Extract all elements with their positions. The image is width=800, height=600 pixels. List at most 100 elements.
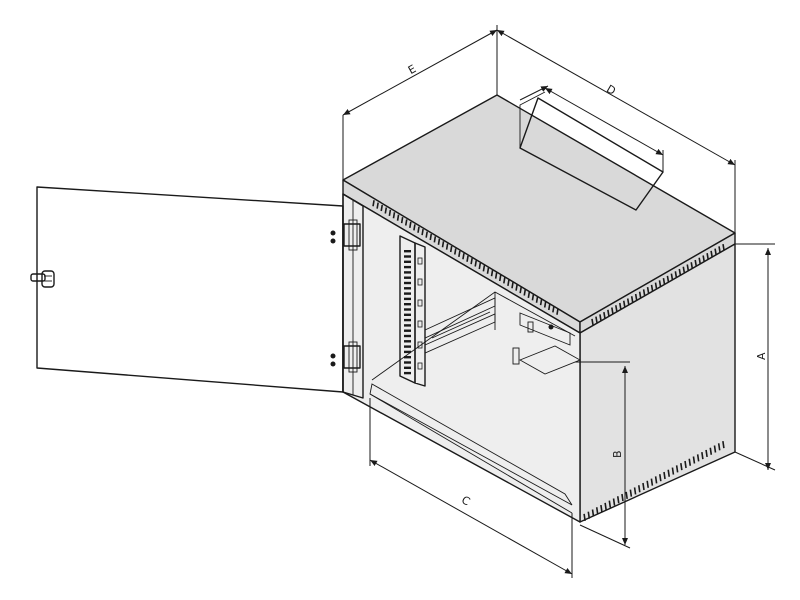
lower-hinge-icon: [330, 341, 361, 373]
vent-slot: [654, 476, 658, 484]
vent-slot: [539, 299, 543, 306]
vent-slot: [621, 493, 624, 502]
vent-slot: [680, 463, 683, 471]
vent-slot: [717, 443, 721, 451]
vent-slot: [682, 266, 686, 273]
vent-slot: [688, 458, 692, 466]
dimension-c: C: [369, 398, 573, 578]
vent-slot: [437, 238, 441, 245]
vent-slot: [527, 291, 531, 299]
vent-slot: [515, 284, 518, 291]
vent-slot: [684, 460, 687, 469]
rail-hole: [404, 324, 411, 327]
vent-slot: [503, 277, 506, 284]
vent-slot: [433, 236, 437, 243]
vent-slot: [449, 245, 453, 253]
rail-hole: [404, 271, 411, 274]
vent-slot: [667, 469, 671, 477]
vent-slot: [646, 287, 650, 294]
door-handle-icon: [30, 270, 55, 288]
vent-slot: [392, 212, 396, 219]
vent-slot: [462, 253, 465, 260]
vent-slot: [376, 202, 379, 209]
rail-hole: [404, 329, 411, 332]
rail-hole: [404, 345, 411, 348]
rail-hole: [404, 371, 411, 375]
vent-slot: [633, 487, 637, 495]
rail-hole: [404, 260, 411, 263]
vent-slot: [482, 265, 486, 272]
rail-hole: [404, 334, 411, 338]
rail-hole: [404, 366, 411, 369]
vent-slot: [701, 452, 704, 460]
rail-hole: [404, 250, 411, 253]
vent-slot: [608, 500, 612, 508]
vent-slot: [615, 305, 618, 312]
vent-slot: [686, 264, 690, 271]
vent-slot: [616, 496, 620, 504]
vent-slot: [413, 224, 416, 231]
vent-slot: [396, 214, 400, 221]
dimension-label-a: A: [755, 352, 768, 360]
vent-slot: [595, 316, 598, 323]
vent-slot: [478, 262, 482, 270]
vent-slot: [629, 489, 633, 497]
vent-slot: [638, 291, 642, 298]
vent-slot: [453, 248, 457, 255]
vent-slot: [722, 440, 725, 449]
vent-slot: [718, 246, 721, 253]
vent-slot: [654, 282, 658, 289]
rail-slot: [417, 362, 423, 370]
vent-slot: [659, 474, 662, 482]
vent-slot: [713, 445, 717, 453]
vent-slot: [591, 318, 594, 325]
vent-slot: [470, 257, 473, 265]
vent-slot: [599, 314, 602, 321]
vent-slot: [694, 259, 698, 267]
vent-slot: [445, 243, 449, 250]
vent-slot: [466, 255, 469, 262]
vent-slot: [507, 279, 510, 286]
vent-slot: [671, 467, 675, 475]
vent-slot: [690, 262, 694, 269]
vent-slot: [556, 308, 559, 315]
vent-slot: [511, 282, 514, 289]
upper-hinge-icon: [330, 219, 361, 251]
vent-slot: [709, 447, 713, 455]
vent-slot: [626, 298, 630, 305]
vent-slot: [600, 504, 603, 513]
vent-slot: [662, 277, 666, 285]
vent-slot: [670, 273, 674, 280]
vent-slot: [494, 272, 498, 279]
vent-slot: [692, 456, 696, 464]
vent-slot: [604, 502, 607, 510]
vent-slot: [535, 296, 539, 303]
dimension-a: A: [734, 243, 776, 471]
rail-hole: [404, 350, 411, 354]
dimension-label-d: D: [604, 82, 618, 98]
vent-slot: [380, 204, 384, 212]
rail-hole: [404, 361, 411, 364]
rail-hole: [404, 297, 411, 301]
vent-slot: [710, 250, 713, 258]
vent-slot: [611, 307, 614, 314]
vent-slot: [552, 306, 555, 313]
vent-slot: [637, 485, 641, 493]
rail-hole: [404, 303, 411, 306]
vent-slot: [486, 267, 490, 274]
dimension-label-c: C: [459, 493, 472, 508]
vent-slot: [674, 271, 678, 278]
vent-slot: [425, 231, 428, 238]
rail-hole: [404, 287, 411, 290]
vent-slot: [642, 289, 646, 296]
vent-slot: [678, 268, 682, 276]
rail-slot: [417, 341, 423, 349]
rack-mounting-rail: [399, 235, 582, 387]
vent-slot: [618, 302, 622, 310]
vent-slot: [696, 454, 700, 462]
vent-slot: [702, 255, 705, 262]
rail-hole: [404, 265, 411, 269]
dimension-inner-d: [519, 85, 664, 172]
vent-slot: [498, 274, 502, 282]
vent-slot: [490, 270, 494, 277]
